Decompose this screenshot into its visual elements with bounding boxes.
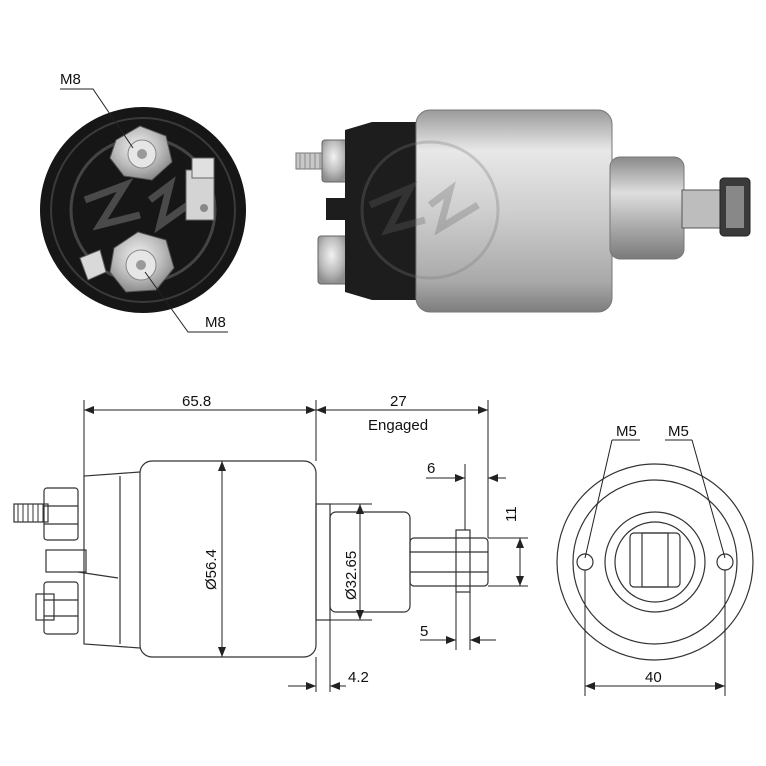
drawing-plunger bbox=[329, 511, 411, 613]
drawing-cap bbox=[83, 471, 141, 649]
fork bbox=[681, 177, 751, 237]
label-m5-left: M5 bbox=[616, 423, 637, 440]
label-fork-thickness: 5 bbox=[420, 623, 428, 640]
photo-side-view bbox=[295, 109, 751, 313]
drawing-stud-lower bbox=[35, 593, 55, 621]
drawing-side: 65.8 27 Engaged Ø56.4 Ø32.65 4.2 6 11 bbox=[13, 393, 528, 692]
nut-lower bbox=[317, 235, 349, 285]
terminal-top bbox=[109, 125, 173, 181]
end-outer-circle bbox=[556, 463, 754, 661]
drawing-body bbox=[139, 460, 317, 658]
label-engaged-stroke: 27 bbox=[390, 393, 407, 410]
label-fork-height: 11 bbox=[503, 506, 520, 522]
terminal-bottom bbox=[79, 231, 175, 293]
label-hole-spacing: 40 bbox=[645, 669, 662, 686]
drawing-fork bbox=[409, 529, 489, 593]
drawing-nut-lower bbox=[43, 581, 79, 635]
drawing-end-view: M5 M5 40 bbox=[556, 423, 754, 696]
leader-m5-left bbox=[584, 439, 613, 559]
leader-thread-bottom bbox=[144, 271, 228, 333]
label-fork-slot: 6 bbox=[427, 460, 435, 477]
black-cap bbox=[345, 122, 418, 300]
terminal-tab bbox=[185, 157, 215, 221]
plunger bbox=[609, 156, 685, 260]
label-engaged: Engaged bbox=[368, 417, 428, 434]
tab-terminal bbox=[326, 198, 356, 220]
drawing-stud-upper bbox=[13, 503, 49, 523]
leader-m5-right bbox=[691, 439, 726, 559]
leader-thread-top bbox=[60, 88, 134, 149]
label-overall-length: 65.8 bbox=[182, 393, 211, 410]
label-m5-right: M5 bbox=[668, 423, 689, 440]
cap-rim bbox=[50, 117, 236, 303]
nut-upper bbox=[321, 139, 349, 183]
label-thread-bottom: M8 bbox=[205, 314, 226, 331]
photo-end-view: M8 M8 bbox=[40, 71, 246, 333]
drawing-nut-upper bbox=[43, 487, 79, 541]
label-flange-offset: 4.2 bbox=[348, 669, 369, 686]
label-thread-top: M8 bbox=[60, 71, 81, 88]
label-plunger-diameter: Ø32.65 bbox=[343, 551, 360, 600]
drawing-tab bbox=[45, 549, 87, 573]
label-body-diameter: Ø56.4 bbox=[203, 549, 220, 590]
watermark-logo-2 bbox=[360, 140, 500, 280]
end-fork-square bbox=[629, 532, 681, 588]
